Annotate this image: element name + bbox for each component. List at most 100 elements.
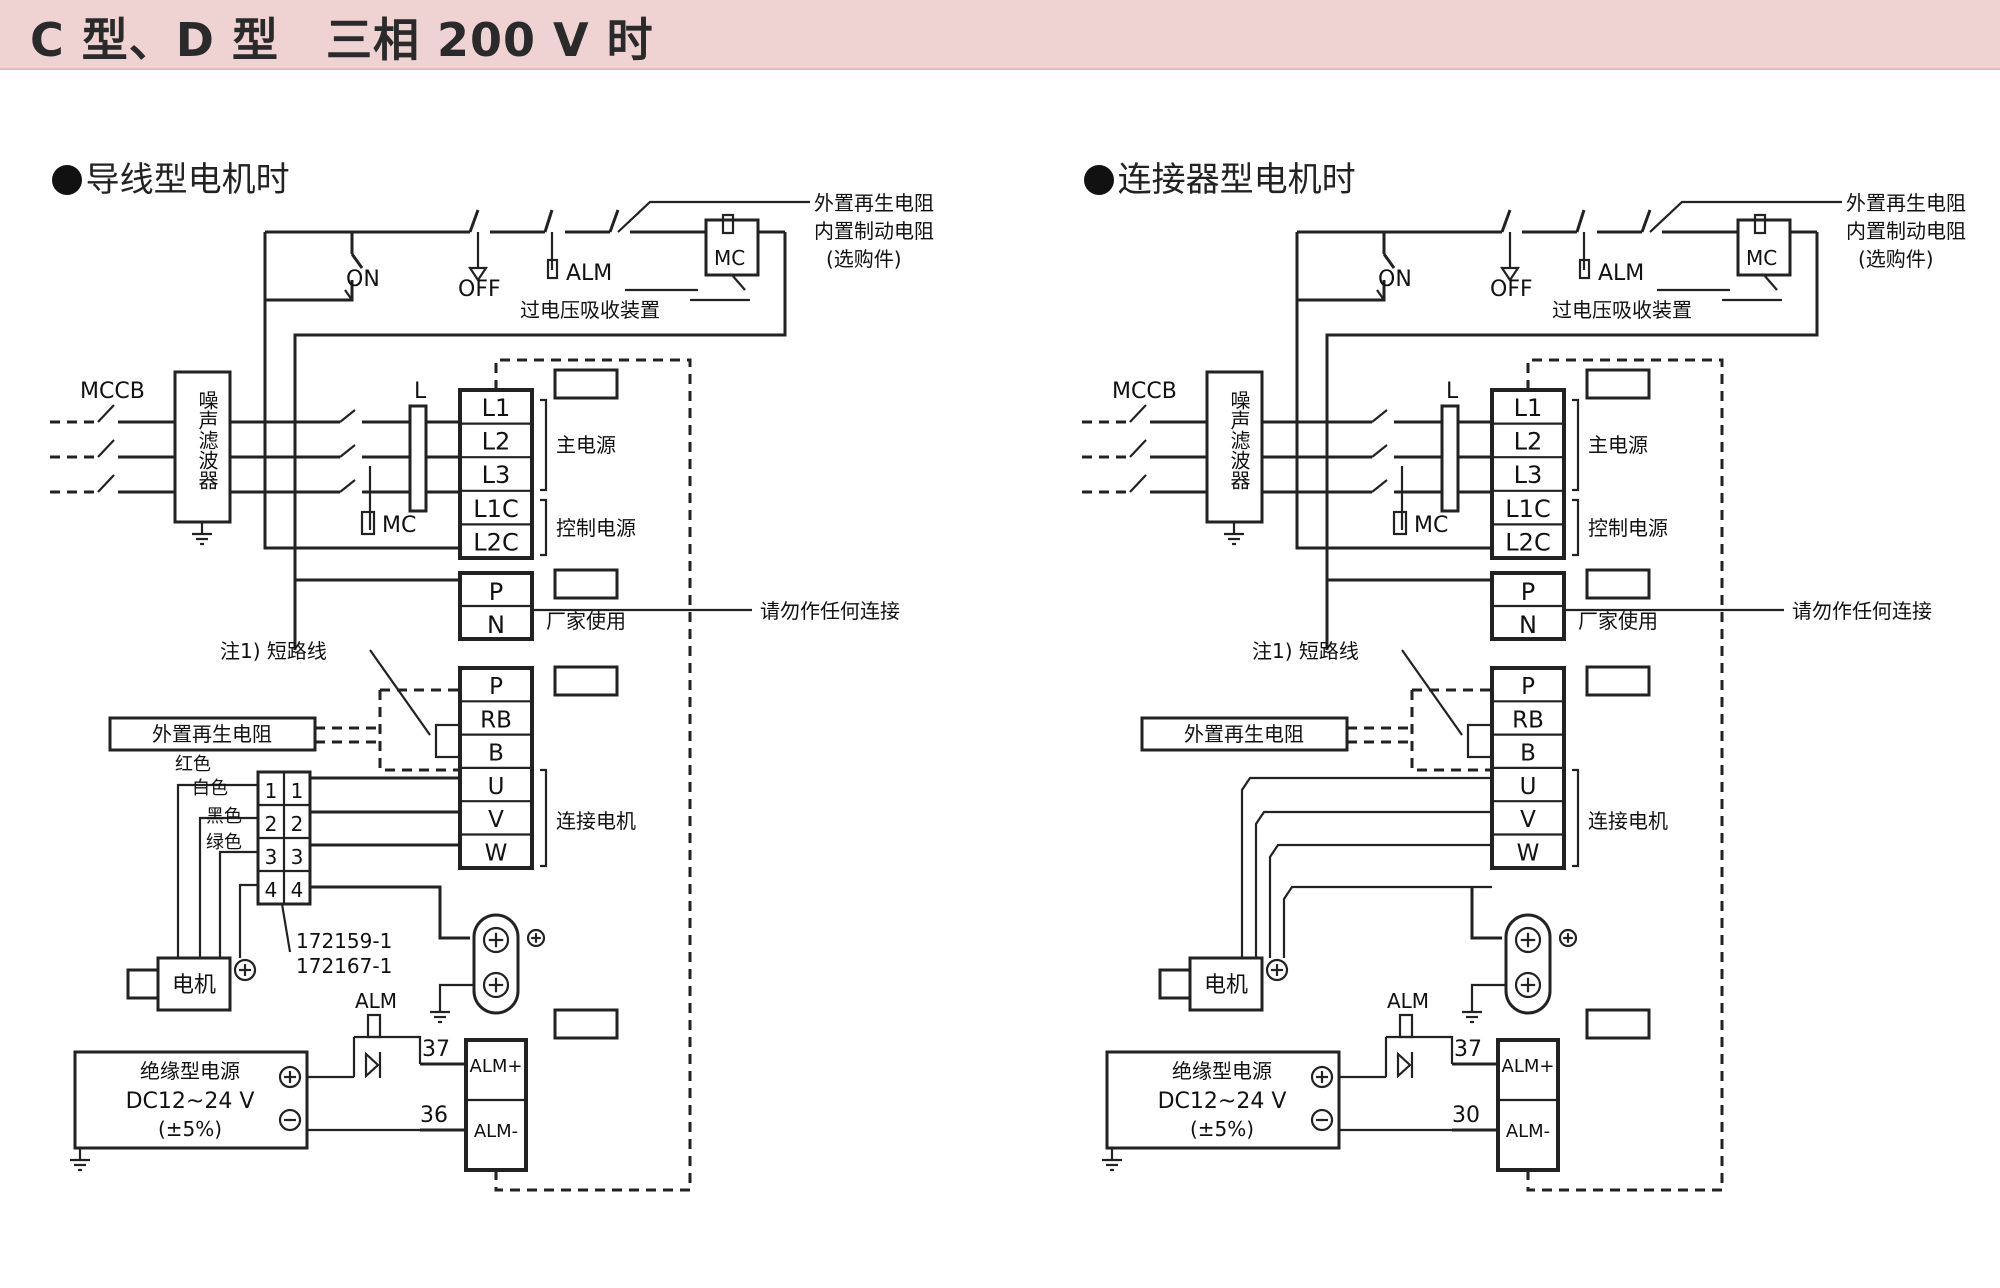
noise-filter-box bbox=[173, 370, 232, 524]
mc-contact-label: MC bbox=[1414, 513, 1448, 538]
xb-terminal-u: U bbox=[488, 774, 505, 800]
xb-terminal-rb: RB bbox=[480, 707, 512, 733]
noise-filter-label: 噪声滤波器 bbox=[195, 390, 219, 490]
wire bbox=[1297, 280, 1386, 302]
noise-filter-box bbox=[1205, 370, 1264, 524]
xc-terminal-n: N bbox=[1519, 611, 1537, 639]
psu-tol-label: (±5%) bbox=[158, 1117, 222, 1141]
on-label: ON bbox=[1378, 267, 1412, 292]
mc-coil-icon bbox=[721, 213, 735, 235]
wire bbox=[1572, 398, 1580, 492]
xa-terminal-l2: L2 bbox=[1514, 428, 1543, 456]
wire bbox=[1129, 404, 1147, 423]
wire bbox=[1371, 479, 1388, 493]
ground-icon bbox=[1224, 522, 1244, 546]
wire bbox=[1640, 209, 1652, 233]
wire bbox=[1268, 843, 1492, 958]
pin-left-1: 1 bbox=[265, 779, 278, 803]
wire bbox=[1526, 358, 1724, 1192]
alm-relay-label: ALM bbox=[1387, 989, 1429, 1013]
earth-terminal-icon bbox=[482, 926, 510, 954]
wire bbox=[218, 850, 258, 958]
wire bbox=[1282, 885, 1492, 958]
xc-terminal-p: P bbox=[1521, 578, 1535, 606]
wire bbox=[1325, 335, 1492, 582]
earth-terminal-icon bbox=[278, 1065, 302, 1089]
xa-terminal-l1c: L1C bbox=[473, 495, 518, 523]
wire bbox=[543, 209, 554, 233]
xa-block bbox=[1490, 388, 1566, 560]
xc-terminal-p: P bbox=[489, 578, 503, 606]
wire bbox=[339, 444, 356, 458]
xc-remark-label: 请勿作任何连接 bbox=[1792, 599, 1932, 623]
alm-switch-label: ALM bbox=[566, 261, 612, 286]
wire-color-green: 绿色 bbox=[206, 832, 242, 853]
motor-box bbox=[156, 956, 232, 1012]
psu-tol-label: (±5%) bbox=[1190, 1117, 1254, 1141]
alm-relay-icon bbox=[366, 1013, 382, 1039]
xc-terminal-n: N bbox=[487, 611, 505, 639]
wire bbox=[1649, 200, 1842, 233]
wire bbox=[369, 649, 431, 736]
mc-coil-icon bbox=[1753, 213, 1767, 235]
wire bbox=[540, 498, 548, 557]
x4-block bbox=[464, 1038, 528, 1172]
surge-top-label: 外置再生电阻 bbox=[1846, 191, 1966, 215]
wire bbox=[378, 690, 460, 772]
ground-icon bbox=[70, 1148, 90, 1172]
pin-right-2: 2 bbox=[291, 812, 304, 836]
mc-coil-label: MC bbox=[1746, 246, 1777, 270]
wire bbox=[280, 903, 292, 953]
xb-terminal-v: V bbox=[1520, 807, 1536, 833]
ground-icon bbox=[192, 522, 212, 546]
x4-alm-plus: ALM+ bbox=[1502, 1056, 1555, 1077]
xc-remark-label: 请勿作任何连接 bbox=[760, 599, 900, 623]
bullet-icon bbox=[51, 165, 82, 195]
wire bbox=[731, 274, 746, 291]
motor-shaft bbox=[126, 968, 160, 1000]
x4-tag bbox=[1585, 1008, 1651, 1040]
pin-36-label: 30 bbox=[1452, 1103, 1480, 1128]
motor-label: 电机 bbox=[172, 973, 216, 998]
xa-terminal-l1c: L1C bbox=[1505, 495, 1550, 523]
surge-absorber-label: 过电压吸收装置 bbox=[1552, 298, 1692, 322]
mc-contact-icon bbox=[360, 510, 376, 536]
psu-box bbox=[73, 1050, 309, 1150]
short-wire-box bbox=[434, 723, 462, 759]
motor-conn-label: 连接电机 bbox=[556, 809, 636, 833]
alm-contact-icon bbox=[1578, 258, 1591, 280]
note1-label: 注1) 短路线 bbox=[220, 639, 327, 663]
xb-terminal-u: U bbox=[1520, 774, 1537, 800]
xa-terminal-l3: L3 bbox=[1514, 461, 1543, 489]
xa-terminal-l2c: L2C bbox=[473, 528, 518, 556]
pin-left-4: 4 bbox=[265, 878, 278, 902]
wire bbox=[1572, 768, 1580, 868]
section-title-lead-wire: 导线型电机时 bbox=[30, 112, 290, 201]
psu-box bbox=[1105, 1050, 1341, 1150]
wire bbox=[1371, 409, 1388, 423]
pin-right-1: 1 bbox=[291, 779, 304, 803]
wire bbox=[1410, 690, 1492, 772]
reactor-label: L bbox=[1446, 379, 1459, 404]
part-number-2: 172167-1 bbox=[296, 954, 392, 978]
main-power-label: 主电源 bbox=[556, 433, 616, 457]
minus-terminal-icon bbox=[1310, 1108, 1334, 1132]
wire bbox=[176, 783, 258, 958]
xb-terminal-p: P bbox=[489, 674, 503, 700]
surge-mid-label: 内置制动电阻 bbox=[1846, 219, 1966, 243]
xa-terminal-l1: L1 bbox=[482, 394, 511, 422]
regen-resistor-box bbox=[1140, 716, 1349, 752]
x4-block bbox=[1496, 1038, 1560, 1172]
x4-tag bbox=[553, 1008, 619, 1040]
surge-bot-label: (选购件) bbox=[1858, 247, 1934, 271]
regen-resistor-box bbox=[108, 716, 317, 752]
surge-bot-label: (选购件) bbox=[826, 247, 902, 271]
xb-terminal-b: B bbox=[1520, 741, 1536, 767]
earth-terminal-icon bbox=[482, 971, 510, 999]
xb-tag bbox=[553, 665, 619, 697]
control-power-label: 控制电源 bbox=[1588, 516, 1668, 540]
xc-tag bbox=[553, 568, 619, 600]
mc-contact-label: MC bbox=[382, 513, 416, 538]
